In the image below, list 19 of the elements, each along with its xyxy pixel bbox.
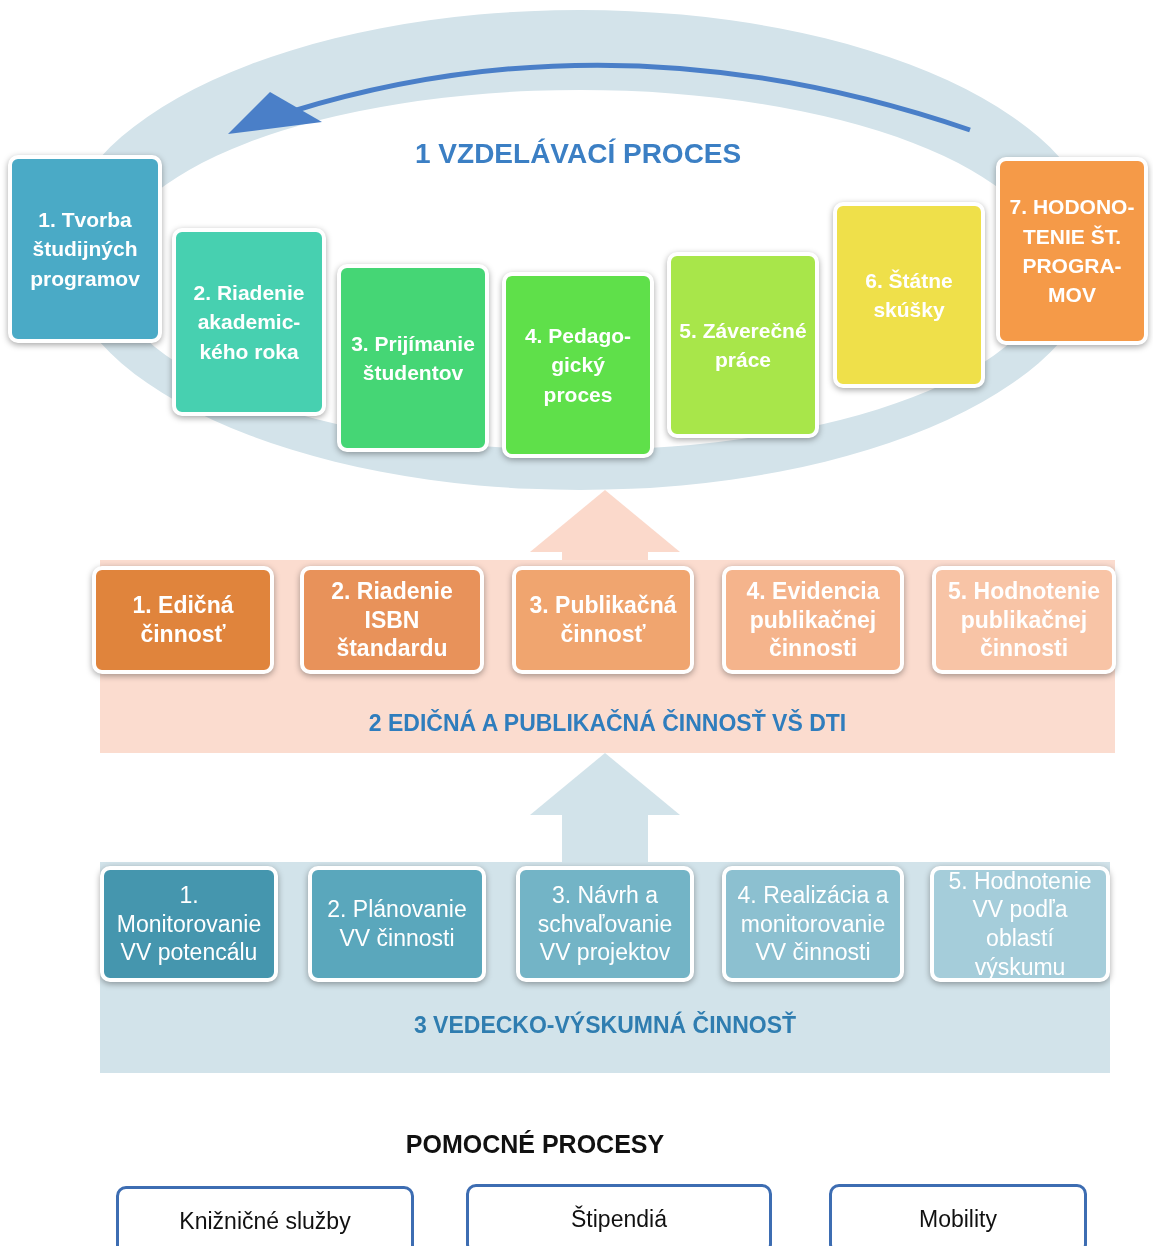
process-box: 3. Publikačná činnosť bbox=[512, 566, 694, 674]
process-box: 2. Riadenie ISBN štandardu bbox=[300, 566, 484, 674]
block-arrow bbox=[530, 490, 680, 560]
band-title: 2 EDIČNÁ A PUBLIKAČNÁ ČINNOSŤ VŠ DTI bbox=[367, 710, 848, 737]
process-box: 5. Hodnotenie publikačnej činnosti bbox=[932, 566, 1116, 674]
process-box: 3. Návrh a schvaľovanie VV projektov bbox=[516, 866, 694, 982]
process-box: 2. Plánovanie VV činnosti bbox=[308, 866, 486, 982]
process-box: Štipendiá bbox=[466, 1184, 772, 1246]
process-box: Knižničné služby bbox=[116, 1186, 414, 1246]
section-heading: POMOCNÉ PROCESY bbox=[404, 1130, 666, 1159]
band-title: 3 VEDECKO-VÝSKUMNÁ ČINNOSŤ bbox=[412, 1012, 798, 1039]
process-band bbox=[100, 862, 1110, 1073]
process-box: 4. Evidencia publikačnej činnosti bbox=[722, 566, 904, 674]
block-arrow bbox=[530, 753, 680, 862]
process-box: 1. Monitorovanie VV potencálu bbox=[100, 866, 278, 982]
band-title: 1 VZDELÁVACÍ PROCES bbox=[415, 138, 742, 170]
process-box: 5. Hodnotenie VV podľa oblastí výskumu bbox=[930, 866, 1110, 982]
process-box: 4. Realizácia a monitorovanie VV činnosti bbox=[722, 866, 904, 982]
process-box: Mobility bbox=[829, 1184, 1087, 1246]
